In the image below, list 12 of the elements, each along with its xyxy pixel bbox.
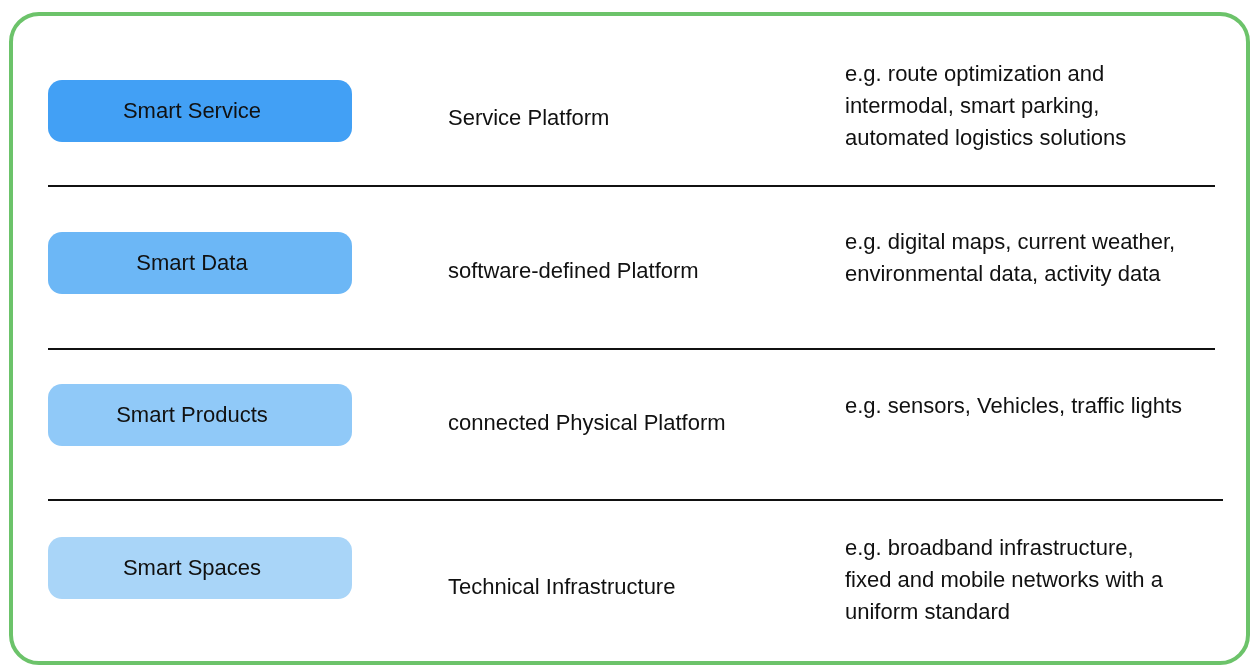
platform-label: software-defined Platform	[448, 258, 699, 284]
category-pill: Smart Service	[48, 80, 352, 142]
example-text: e.g. sensors, Vehicles, traffic lights	[845, 392, 1184, 420]
example-text: e.g. broadband infrastructure, fixed and mobile networks with a uniform standard	[845, 534, 1164, 626]
category-pill: Smart Spaces	[48, 537, 352, 599]
category-pill: Smart Products	[48, 384, 352, 446]
example-text: e.g. route optimization and intermodal, smart parking, automated logistics solutions	[845, 60, 1128, 152]
platform-label: Technical Infrastructure	[448, 574, 676, 600]
example-text: e.g. digital maps, current weather, environmental data, activity data	[845, 228, 1177, 288]
platform-label: connected Physical Platform	[448, 410, 726, 436]
platform-label: Service Platform	[448, 105, 610, 131]
category-pill: Smart Data	[48, 232, 352, 294]
